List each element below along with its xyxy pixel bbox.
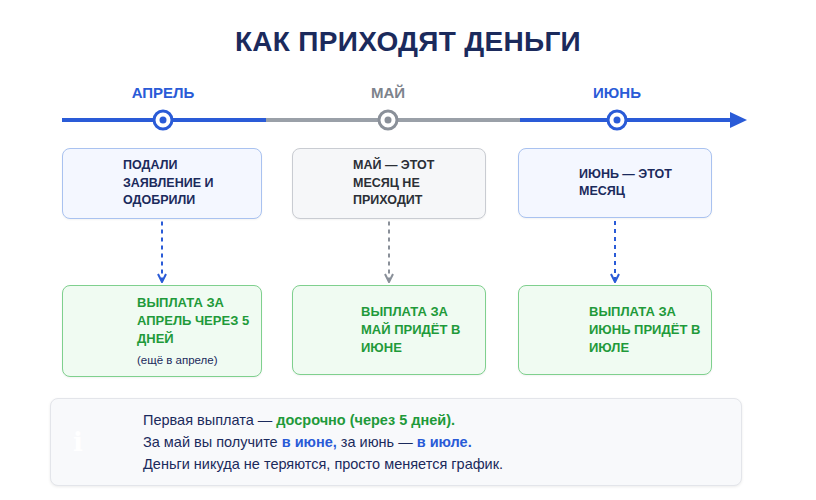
info-text: в июле. xyxy=(417,434,472,450)
text-line: Деньги никуда не теряются, просто меняет… xyxy=(143,453,731,475)
text-line: Первая выплата —досрочно (через 5 дней). xyxy=(143,409,731,431)
box-text: ВЫПЛАТА ЗА АПРЕЛЬ ЧЕРЕЗ 5 ДНЕЙ xyxy=(137,294,251,349)
node-content: ПОДАЛИ ЗАЯВЛЕНИЕ И ОДОБРИЛИ xyxy=(123,157,251,210)
payment-box: ВЫПЛАТА ЗА МАЙ ПРИДЁТ В ИЮНЕ xyxy=(292,285,486,375)
timeline-dot xyxy=(160,117,167,124)
dashed-arrow xyxy=(161,222,163,283)
info-symbol: i xyxy=(56,426,100,458)
box-text: ИЮНЬ — ЭТОТ МЕСЯЦ xyxy=(579,166,701,201)
timeline-dot xyxy=(385,117,392,124)
node-content: МАЙ — ЭТОТ МЕСЯЦ НЕ ПРИХОДИТ xyxy=(353,157,475,210)
step-box: ПОДАЛИ ЗАЯВЛЕНИЕ И ОДОБРИЛИ xyxy=(62,148,262,219)
month-label: МАЙ xyxy=(371,84,405,101)
timeline-point xyxy=(154,111,172,129)
info-text: досрочно (через 5 дней). xyxy=(276,412,455,428)
box-text: ВЫПЛАТА ЗА МАЙ ПРИДЁТ В ИЮНЕ xyxy=(361,303,475,358)
box-text: МАЙ — ЭТОТ МЕСЯЦ НЕ ПРИХОДИТ xyxy=(353,157,475,210)
title: КАК ПРИХОДЯТ ДЕНЬГИ xyxy=(0,26,816,58)
node-content: ВЫПЛАТА ЗА АПРЕЛЬ ЧЕРЕЗ 5 ДНЕЙ (ещё в апр… xyxy=(137,294,251,368)
timeline xyxy=(62,111,747,129)
step-box: МАЙ — ЭТОТ МЕСЯЦ НЕ ПРИХОДИТ xyxy=(292,148,486,219)
step-box: ИЮНЬ — ЭТОТ МЕСЯЦ xyxy=(518,148,712,218)
timeline-arrowhead xyxy=(730,112,747,128)
info-text: Деньги никуда не теряются, просто меняет… xyxy=(143,456,503,472)
node-content: ИЮНЬ — ЭТОТ МЕСЯЦ xyxy=(579,166,701,201)
info-box: Первая выплата —досрочно (через 5 дней).… xyxy=(50,398,742,486)
text-line: За май вы получитев июне,за июнь —в июле… xyxy=(143,431,731,453)
info-text: За май вы получите xyxy=(143,434,278,450)
payment-box: ВЫПЛАТА ЗА ИЮНЬ ПРИДЁТ В ИЮЛЕ xyxy=(518,285,712,375)
timeline-dot xyxy=(614,117,621,124)
dashed-arrow xyxy=(614,221,616,282)
dashed-arrow xyxy=(388,222,390,283)
info-text: Первая выплата — xyxy=(143,412,272,428)
info-text: в июне, xyxy=(282,434,337,450)
timeline-point xyxy=(608,111,626,129)
month-label: ИЮНЬ xyxy=(593,84,641,101)
info-text: за июнь — xyxy=(341,434,413,450)
node-content: ВЫПЛАТА ЗА МАЙ ПРИДЁТ В ИЮНЕ xyxy=(361,303,475,358)
payment-box: ВЫПЛАТА ЗА АПРЕЛЬ ЧЕРЕЗ 5 ДНЕЙ (ещё в апр… xyxy=(62,285,262,377)
node-content: Первая выплата —досрочно (через 5 дней).… xyxy=(143,409,731,475)
month-label: АПРЕЛЬ xyxy=(132,84,195,101)
timeline-point xyxy=(379,111,397,129)
box-text: ВЫПЛАТА ЗА ИЮНЬ ПРИДЁТ В ИЮЛЕ xyxy=(589,303,701,358)
box-text: ПОДАЛИ ЗАЯВЛЕНИЕ И ОДОБРИЛИ xyxy=(123,157,251,210)
node-content: ВЫПЛАТА ЗА ИЮНЬ ПРИДЁТ В ИЮЛЕ xyxy=(589,303,701,358)
box-note: (ещё в апреле) xyxy=(137,352,251,368)
